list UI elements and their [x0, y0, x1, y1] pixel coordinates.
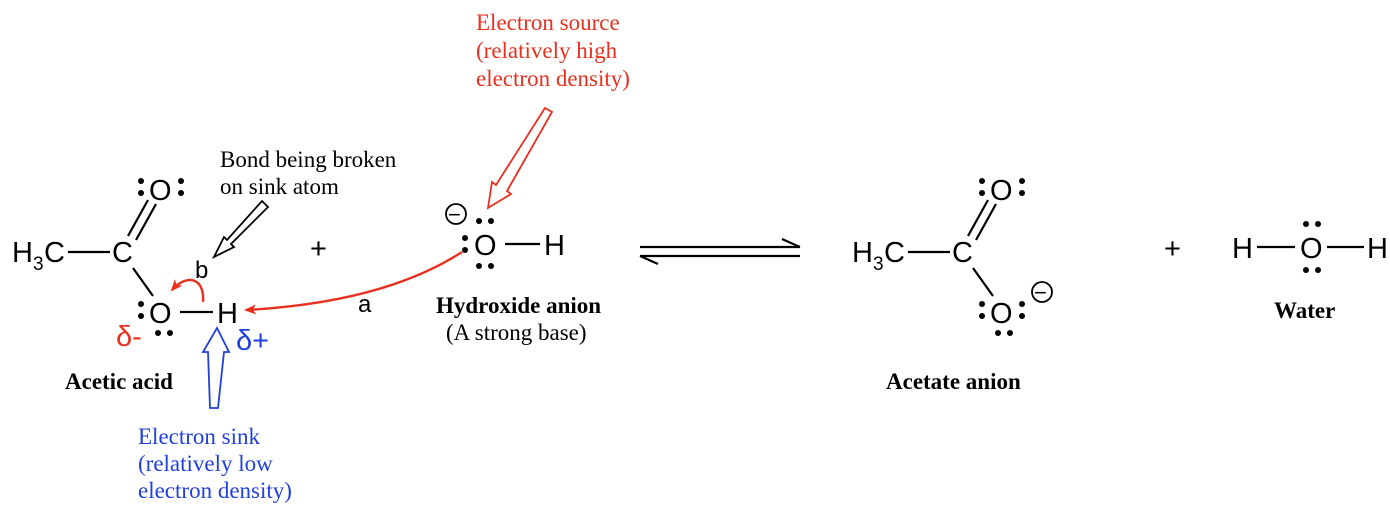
acetic-methyl-c: C — [44, 237, 65, 269]
lone-pair-dot — [1315, 267, 1321, 273]
lone-pair-dot — [1019, 301, 1025, 307]
lone-pair-dot — [1007, 330, 1013, 336]
acetic-methyl-h: H — [12, 237, 33, 269]
acetate-charge: − — [1034, 280, 1047, 305]
hydroxide-charge: − — [448, 202, 461, 227]
acetic-double-bond-2 — [135, 203, 157, 241]
bond-note-line1: Bond being broken — [220, 147, 397, 172]
acetate-methyl-c: C — [884, 237, 905, 269]
lone-pair-dot — [155, 330, 161, 336]
equilibrium-arrow — [639, 237, 801, 266]
negative-charge-icon — [445, 203, 467, 225]
sink-note-line3: electron density) — [138, 478, 292, 503]
hydroxide-subtitle: (A strong base) — [446, 320, 587, 345]
lone-pair-dot — [979, 313, 985, 319]
hydroxide-oxygen: O — [474, 230, 497, 262]
lone-pair-dot — [995, 330, 1001, 336]
hollow-arrow-icon — [486, 106, 554, 210]
delta-minus-label: δ- — [116, 321, 142, 353]
curved-arrow-b — [170, 278, 205, 303]
acetic-carbon: C — [112, 237, 133, 269]
delta-plus-label: δ+ — [236, 325, 269, 357]
water-h-left: H — [1232, 233, 1253, 265]
lone-pair-dot — [1303, 267, 1309, 273]
acetic-double-bond-1 — [127, 199, 149, 237]
lone-pair-dot — [1019, 313, 1025, 319]
water-oxygen: O — [1300, 233, 1323, 265]
lone-pair-dot — [178, 190, 184, 196]
sink-note-line2: (relatively low — [138, 451, 273, 476]
source-note-line1: Electron source — [476, 10, 620, 35]
bond-note: Bond being broken on sink atom — [211, 147, 397, 260]
acetate-carbon: C — [952, 237, 973, 269]
arrow-a-label: a — [358, 291, 372, 318]
curved-arrow-a — [244, 250, 463, 315]
acetate-methyl-h: H — [852, 237, 873, 269]
bond-note-line2: on sink atom — [220, 174, 339, 199]
acetate-name: Acetate anion — [886, 369, 1021, 394]
acetic-hydroxyl-o: O — [149, 298, 172, 330]
lone-pair-dot — [488, 218, 494, 224]
plus-sign-1: + — [310, 233, 327, 265]
acetate-anion: H 3 C C O O − Acetate anion — [852, 175, 1053, 394]
lone-pair-dot — [1303, 221, 1309, 227]
source-note-line3: electron density) — [476, 66, 630, 91]
negative-charge-icon — [1031, 281, 1053, 303]
water: H O H Water — [1232, 221, 1388, 323]
sink-note: Electron sink (relatively low electron d… — [138, 326, 292, 503]
lone-pair-dot — [178, 178, 184, 184]
hollow-arrow-icon — [211, 199, 270, 260]
lone-pair-dot — [462, 235, 468, 241]
hydroxide-name: Hydroxide anion — [436, 293, 601, 318]
acetic-c-o-bond — [132, 267, 154, 297]
lone-pair-dot — [488, 263, 494, 269]
lone-pair-dot — [138, 301, 144, 307]
sink-note-line1: Electron sink — [138, 424, 260, 449]
acetic-carbonyl-o: O — [149, 175, 172, 207]
source-note-line2: (relatively high — [476, 38, 618, 63]
lone-pair-dot — [1315, 221, 1321, 227]
acetate-carbonyl-o: O — [990, 175, 1013, 207]
lone-pair-dot — [138, 190, 144, 196]
lone-pair-dot — [1019, 178, 1025, 184]
water-name: Water — [1274, 298, 1335, 323]
acetate-c-o-bond — [972, 267, 994, 297]
lone-pair-dot — [979, 301, 985, 307]
acetic-methyl-subscript: 3 — [33, 254, 44, 275]
arrow-b-label: b — [195, 257, 208, 284]
acetate-double-bond-1 — [967, 199, 989, 237]
lone-pair-dot — [138, 313, 144, 319]
acetate-anion-o: O — [990, 298, 1013, 330]
hollow-arrow-icon — [201, 326, 231, 409]
acetate-double-bond-2 — [975, 203, 997, 241]
acetic-hydrogen: H — [217, 298, 238, 330]
lone-pair-dot — [138, 178, 144, 184]
acetic-acid-name: Acetic acid — [65, 369, 173, 394]
acetate-methyl-subscript: 3 — [873, 254, 884, 275]
lone-pair-dot — [167, 330, 173, 336]
lone-pair-dot — [979, 178, 985, 184]
lone-pair-dot — [476, 218, 482, 224]
plus-sign-2: + — [1164, 233, 1181, 265]
hydroxide-hydrogen: H — [544, 230, 565, 262]
acetic-acid: H 3 C C O O H δ- δ+ b Acetic acid — [12, 175, 269, 394]
lone-pair-dot — [476, 263, 482, 269]
source-note: Electron source (relatively high electro… — [476, 10, 630, 210]
hydroxide-anion: − O H Hydroxide anion (A strong base) — [436, 202, 601, 345]
lone-pair-dot — [1019, 190, 1025, 196]
lone-pair-dot — [462, 247, 468, 253]
water-h-right: H — [1367, 233, 1388, 265]
lone-pair-dot — [979, 190, 985, 196]
